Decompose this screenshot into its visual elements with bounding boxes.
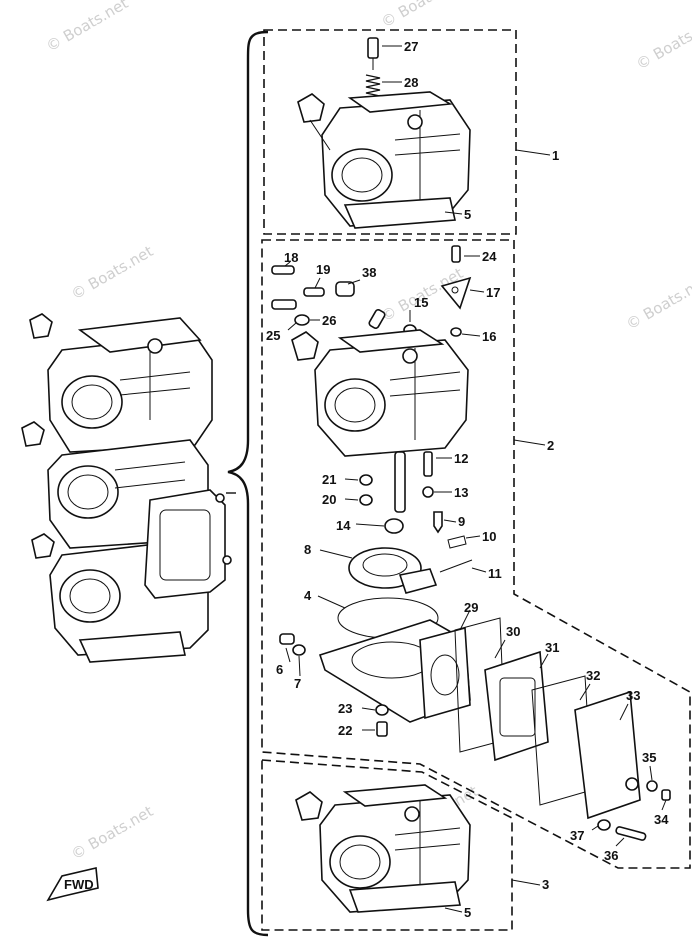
callout-19: 19 [316,262,330,277]
callout-25: 25 [266,328,280,343]
callout-12: 12 [454,451,468,466]
watermark: © Boats.net [43,0,131,55]
watermark: © Boats.net [633,12,692,73]
fwd-label: FWD [64,877,94,892]
callout-21: 21 [322,472,336,487]
triple-carburetor-assembly [21,313,232,663]
carburetor-top [297,37,471,229]
callout-11: 11 [488,566,502,581]
fwd-arrow: FWD [46,867,99,902]
carburetor-middle [271,245,473,737]
callout-23: 23 [338,701,352,716]
group-box-2 [261,239,691,869]
watermark: © Boats.net [378,0,466,31]
callout-38: 38 [362,265,376,280]
group-box-3 [261,759,513,931]
fuel-pump-exploded [454,617,671,841]
watermark: © Boats.net [68,802,156,863]
callout-33: 33 [626,688,640,703]
callout-8: 8 [304,542,311,557]
callout-2: 2 [547,438,554,453]
callout-34: 34 [654,812,669,827]
callout-22: 22 [338,723,352,738]
callout-labels: 27 28 1 5 18 19 38 24 17 26 15 25 16 2 2… [266,39,669,920]
callout-17: 17 [486,285,500,300]
callout-26: 26 [322,313,336,328]
callout-5-top: 5 [464,207,471,222]
callout-36: 36 [604,848,618,863]
callout-29: 29 [464,600,478,615]
group-box-1 [263,29,517,235]
callout-31: 31 [545,640,559,655]
callout-15: 15 [414,295,428,310]
callout-28: 28 [404,75,418,90]
callout-32: 32 [586,668,600,683]
callout-35: 35 [642,750,656,765]
callout-5-bottom: 5 [464,905,471,920]
carburetor-bottom [295,784,471,913]
callout-6: 6 [276,662,283,677]
callout-24: 24 [482,249,497,264]
callout-37: 37 [570,828,584,843]
callout-1: 1 [552,148,559,163]
callout-4: 4 [304,588,312,603]
callout-14: 14 [336,518,351,533]
callout-18: 18 [284,250,298,265]
callout-7: 7 [294,676,301,691]
callout-3: 3 [542,877,549,892]
callout-13: 13 [454,485,468,500]
leader-lines [284,45,667,913]
watermark: © Boats.net [68,242,156,303]
assembly-brace [227,30,269,937]
callout-27: 27 [404,39,418,54]
callout-10: 10 [482,529,496,544]
watermark: © Boats.net [623,272,692,333]
callout-30: 30 [506,624,520,639]
callout-20: 20 [322,492,336,507]
callout-9: 9 [458,514,465,529]
callout-16: 16 [482,329,496,344]
